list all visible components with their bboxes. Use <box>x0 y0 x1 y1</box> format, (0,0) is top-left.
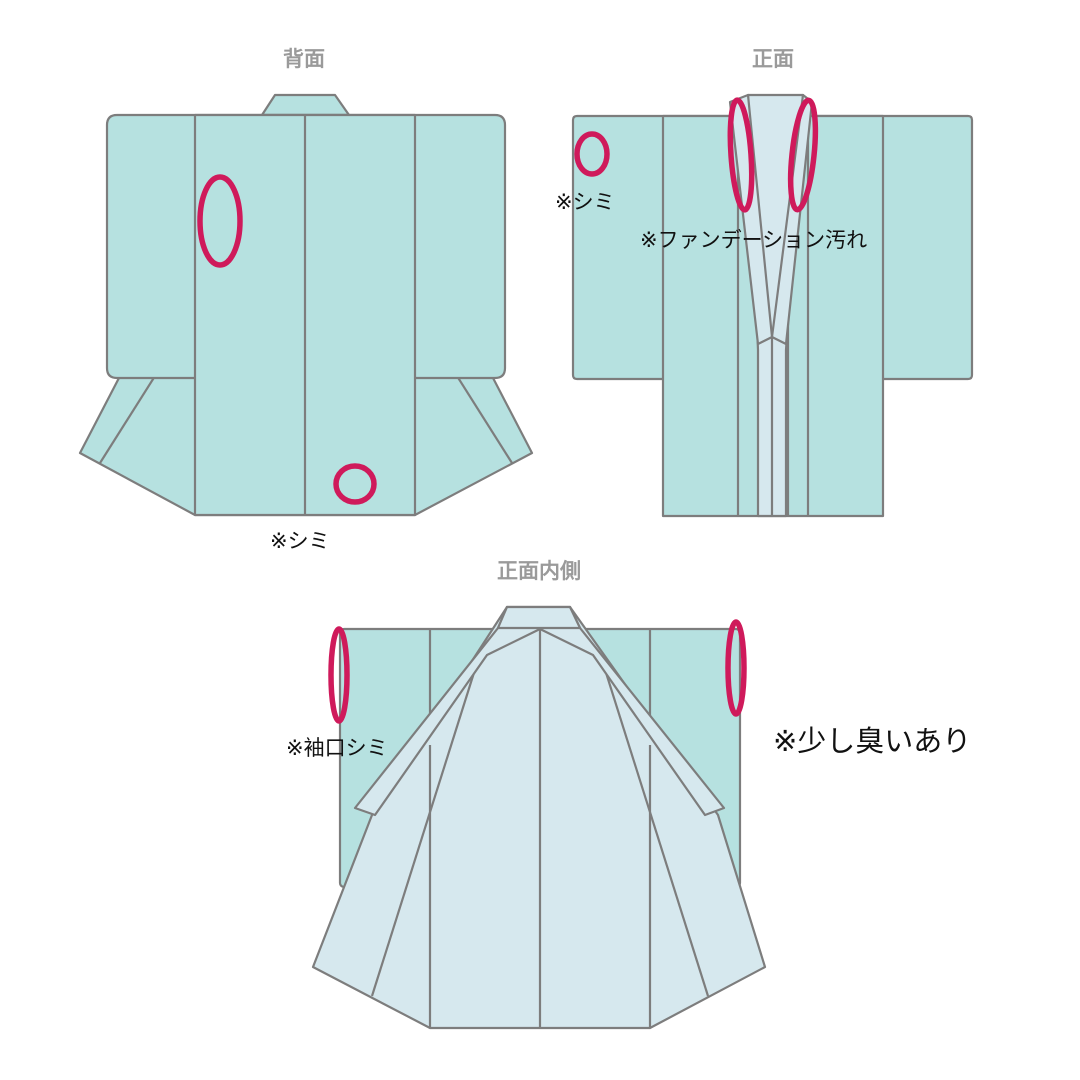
front-inside-view-title: 正面内側 <box>497 559 581 583</box>
back-view: 背面 ※シミ <box>78 47 534 553</box>
inside-cuff-stain-marker-right <box>725 619 747 717</box>
front-view-title: 正面 <box>752 47 794 71</box>
front-view: 正面 ※シミ ※ファンデーション汚れ <box>555 47 974 518</box>
back-collar <box>260 93 351 117</box>
odor-note: ※少し臭いあり <box>773 724 971 758</box>
inside-collar-top <box>496 605 582 630</box>
front-inside-view: 正面内側 ※袖口シミ ※少し臭いあり <box>286 559 971 1030</box>
front-foundation-note: ※ファンデーション汚れ <box>640 228 867 252</box>
back-stain-note: ※シミ <box>270 529 330 553</box>
back-stain-marker-upper <box>197 174 243 268</box>
inside-cuff-stain-marker-left <box>328 626 350 724</box>
back-view-title: 背面 <box>283 47 325 71</box>
inside-cuff-stain-note: ※袖口シミ <box>286 736 388 760</box>
front-stain-marker <box>574 131 610 177</box>
front-foundation-marker-left <box>727 97 755 213</box>
front-foundation-marker-right <box>787 97 819 213</box>
front-right-lapel <box>770 93 814 346</box>
front-stain-note: ※シミ <box>555 190 615 214</box>
back-stain-marker-lower <box>333 463 377 505</box>
